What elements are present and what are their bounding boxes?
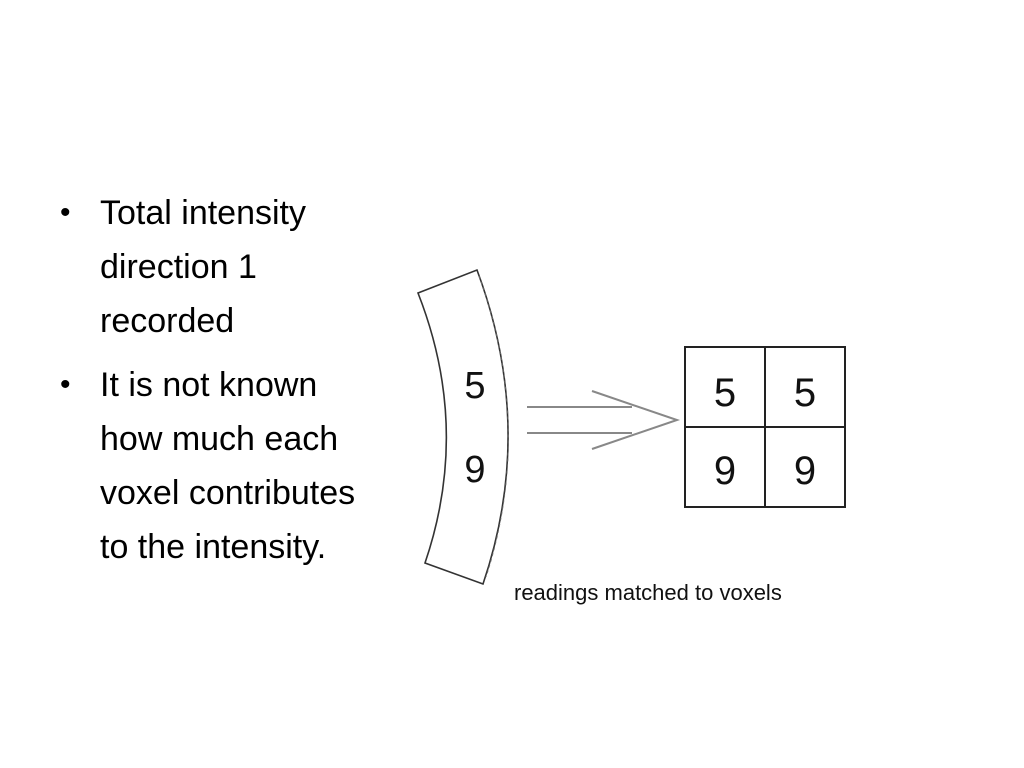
detector-reading: 5 [464,365,485,407]
detector-inner-edge [478,275,509,578]
voxel-value: 5 [794,371,816,415]
bullet-item: • It is not known how much each voxel co… [58,358,388,574]
bullet-dot: • [60,196,71,229]
voxel-cell [764,426,846,508]
voxel-value: 9 [714,449,736,493]
arrow-icon [527,390,681,450]
voxel-cell [764,346,846,428]
bullet-text: It is not known how much each voxel cont… [100,366,356,566]
bullet-item: • Total intensity direction 1 recorded [58,186,388,348]
voxel-cell [684,426,766,508]
bullet-dot: • [60,368,71,401]
detector-reading: 9 [464,449,485,491]
voxel-cell [684,346,766,428]
voxel-grid [684,346,846,508]
bullet-list: • Total intensity direction 1 recorded •… [58,186,388,584]
voxel-value: 5 [714,371,736,415]
diagram-caption: readings matched to voxels [514,580,782,605]
bullet-text: Total intensity direction 1 recorded [100,194,306,340]
voxel-value: 9 [794,449,816,493]
detector-band [416,268,509,586]
